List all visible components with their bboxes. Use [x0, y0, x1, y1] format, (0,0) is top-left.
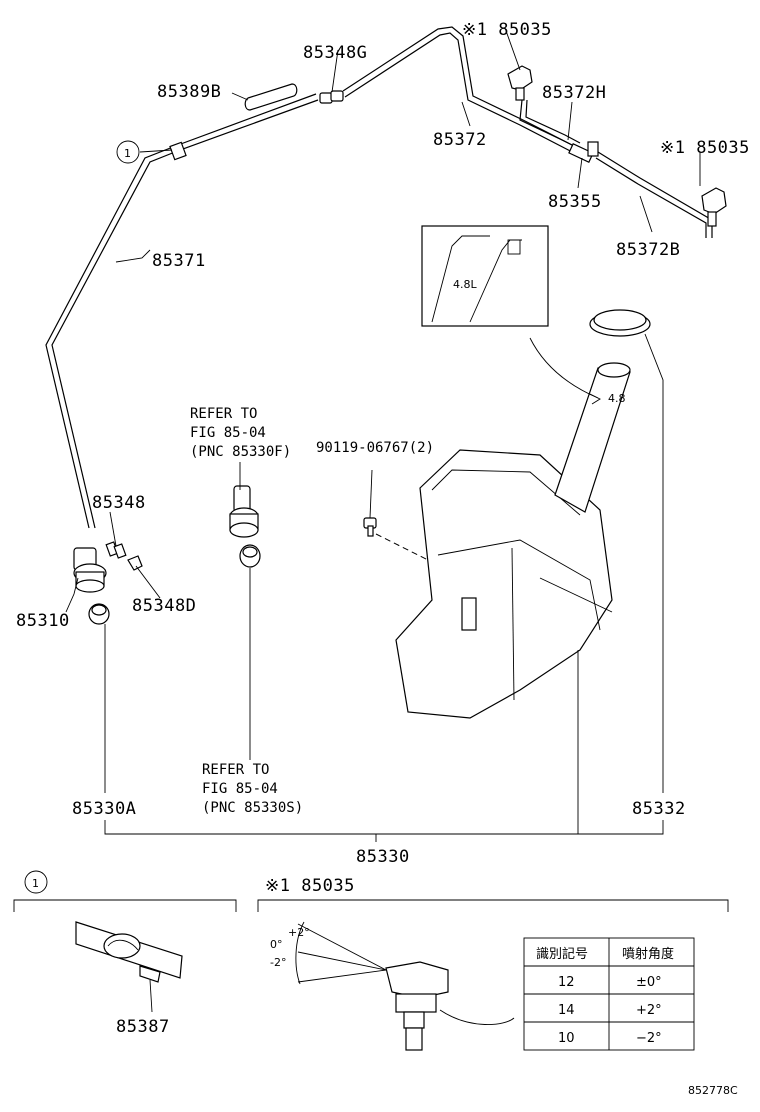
pump-85330f — [229, 485, 259, 538]
label-85389b: 85389B — [157, 82, 221, 102]
neck-capacity-mark: 4.8 — [608, 392, 626, 405]
hose-85372 — [342, 26, 581, 156]
elbow-85348d — [127, 555, 143, 571]
table-row-1-angle: ±0° — [636, 975, 662, 990]
label-85348g: 85348G — [303, 43, 367, 63]
nozzle-85035-right — [701, 187, 727, 227]
label-90119: 90119-06767(2) — [316, 440, 434, 456]
refer-upper-line3: (PNC 85330F) — [190, 444, 291, 460]
capacity-inset — [421, 225, 549, 327]
angle-plus2: +2° — [288, 926, 310, 939]
refer-upper-line2: FIG 85-04 — [190, 425, 266, 441]
hose-clip — [169, 141, 187, 161]
table-row-1-code: 12 — [558, 975, 575, 990]
grommet-85330s — [239, 544, 261, 568]
callout-1-circle — [116, 140, 140, 164]
hose-85372b — [595, 151, 713, 238]
label-85330: 85330 — [356, 847, 410, 867]
refer-upper-line1: REFER TO — [190, 406, 257, 422]
label-85310: 85310 — [16, 611, 70, 631]
cap-85332 — [589, 309, 651, 337]
callout-1-text: 1 — [124, 147, 131, 160]
connector-85348 — [105, 541, 127, 559]
refer-lower-line3: (PNC 85330S) — [202, 800, 303, 816]
label-85035-right: ※1 85035 — [660, 138, 750, 158]
nozzle-detail — [295, 921, 515, 1051]
leader-lines — [65, 27, 701, 842]
table-row-3-angle: −2° — [636, 1031, 662, 1046]
connector-85355 — [568, 141, 599, 163]
bolt-90119 — [363, 517, 377, 537]
clip-85387 — [75, 921, 183, 1013]
spray-angle-table — [523, 937, 695, 1051]
label-85372h: 85372H — [542, 83, 606, 103]
hose-85371 — [45, 93, 319, 529]
table-row-2-angle: +2° — [636, 1003, 662, 1018]
detail-title-85035: ※1 85035 — [265, 876, 355, 896]
inset-pointer-head — [589, 393, 601, 405]
callout-1-detail-circle — [24, 870, 48, 894]
label-85355: 85355 — [548, 192, 602, 212]
connector-85348g — [319, 90, 344, 104]
label-85348: 85348 — [92, 493, 146, 513]
nozzle-85035-top — [507, 65, 533, 101]
label-85035-top: ※1 85035 — [462, 20, 552, 40]
inset-capacity-text: 4.8L — [453, 278, 477, 291]
refer-lower-line2: FIG 85-04 — [202, 781, 278, 797]
label-85332: 85332 — [632, 799, 686, 819]
angle-minus2: -2° — [270, 956, 286, 969]
diagram-code: 852778C — [688, 1084, 738, 1097]
callout-1-detail-text: 1 — [32, 877, 39, 890]
detail-dividers — [13, 899, 729, 912]
label-85372b: 85372B — [616, 240, 680, 260]
refer-lower-line1: REFER TO — [202, 762, 269, 778]
inset-pointer — [529, 337, 599, 399]
angle-zero: 0° — [270, 938, 283, 951]
label-85348d: 85348D — [132, 596, 196, 616]
label-85387: 85387 — [116, 1017, 170, 1037]
label-85372: 85372 — [433, 130, 487, 150]
table-header-code: 識別記号 — [536, 946, 588, 962]
table-row-3-code: 10 — [558, 1031, 575, 1046]
grommet-85330a — [88, 603, 110, 625]
table-row-2-code: 14 — [558, 1003, 575, 1018]
label-85330a: 85330A — [72, 799, 136, 819]
label-85371: 85371 — [152, 251, 206, 271]
pump-85310 — [73, 547, 107, 593]
sleeve-85389b — [244, 83, 298, 111]
washer-tank — [395, 362, 631, 719]
hose-85372h — [519, 99, 581, 149]
table-header-angle: 噴射角度 — [622, 946, 674, 962]
